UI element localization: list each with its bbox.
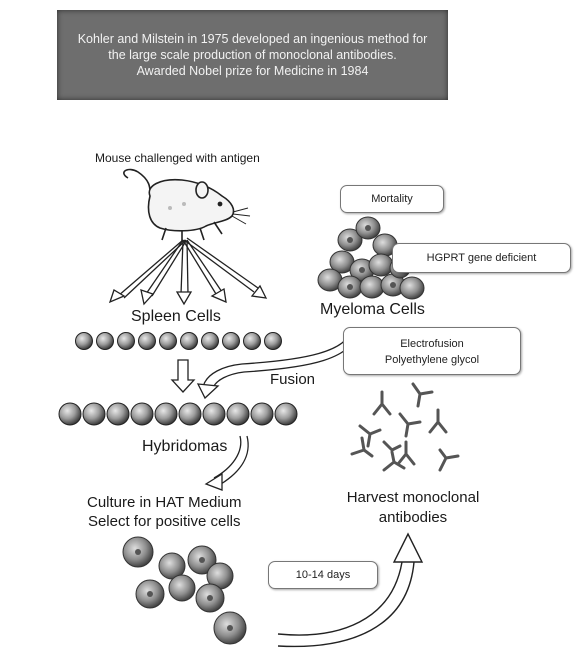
harvest-line: Harvest monoclonal (346, 489, 480, 506)
hybridoma-cells-row (58, 402, 298, 426)
hgprt-text: HGPRT gene deficient (426, 252, 537, 264)
hybridoma-cell (226, 402, 250, 426)
myeloma-cells-label: Myeloma Cells (320, 301, 425, 318)
spleen-cell (117, 332, 135, 350)
hybridoma-cell (106, 402, 130, 426)
culture-arrow (204, 435, 249, 491)
banner-line: Awarded Nobel prize for Medicine in 1984 (136, 64, 369, 78)
down-arrow (170, 359, 196, 393)
days-box: 10-14 days (268, 561, 378, 589)
hybridoma-cell (178, 402, 202, 426)
spleen-cell (138, 332, 156, 350)
hybridoma-cell (202, 402, 226, 426)
mouse-icon (123, 168, 251, 242)
harvest-label: Harvest monoclonal antibodies (330, 488, 496, 528)
hybridoma-cell (130, 402, 154, 426)
hybridoma-cell (82, 402, 106, 426)
culture-label: Culture in HAT Medium Select for positiv… (87, 493, 242, 531)
fusion-method-box: Electrofusion Polyethylene glycol (343, 327, 521, 375)
harvest-arrow (277, 532, 424, 648)
spleen-cell (180, 332, 198, 350)
hybridomas-label: Hybridomas (142, 438, 228, 455)
spleen-cell (243, 332, 261, 350)
spleen-cell (222, 332, 240, 350)
title-banner: Kohler and Milstein in 1975 developed an… (57, 10, 448, 100)
mouse-label: Mouse challenged with antigen (95, 151, 260, 165)
spleen-cell (201, 332, 219, 350)
fusion-label: Fusion (270, 371, 316, 388)
culture-line: Select for positive cells (87, 513, 241, 530)
spleen-arrows (108, 237, 268, 306)
antibodies-group (350, 382, 460, 472)
culture-cells-cluster (122, 536, 247, 645)
spleen-cell (96, 332, 114, 350)
banner-line: the large scale production of monoclonal… (108, 48, 397, 62)
mortality-box: Mortality (340, 185, 444, 213)
hgprt-box: HGPRT gene deficient (392, 243, 571, 273)
hybridoma-cell (154, 402, 178, 426)
banner-text: Kohler and Milstein in 1975 developed an… (57, 31, 448, 79)
spleen-cells-row (75, 332, 282, 350)
fusion-method-line: Electrofusion (400, 338, 464, 350)
fusion-method-line: Polyethylene glycol (384, 354, 480, 366)
hybridoma-cell (58, 402, 82, 426)
spleen-cells-label: Spleen Cells (131, 308, 221, 325)
spleen-cell (264, 332, 282, 350)
mortality-text: Mortality (371, 193, 413, 205)
spleen-cell (75, 332, 93, 350)
days-text: 10-14 days (295, 569, 351, 581)
hybridoma-cell (250, 402, 274, 426)
culture-line: Culture in HAT Medium (87, 494, 242, 511)
spleen-cell (159, 332, 177, 350)
harvest-line: antibodies (378, 509, 448, 526)
hybridoma-cell (274, 402, 298, 426)
banner-line: Kohler and Milstein in 1975 developed an… (77, 32, 428, 46)
